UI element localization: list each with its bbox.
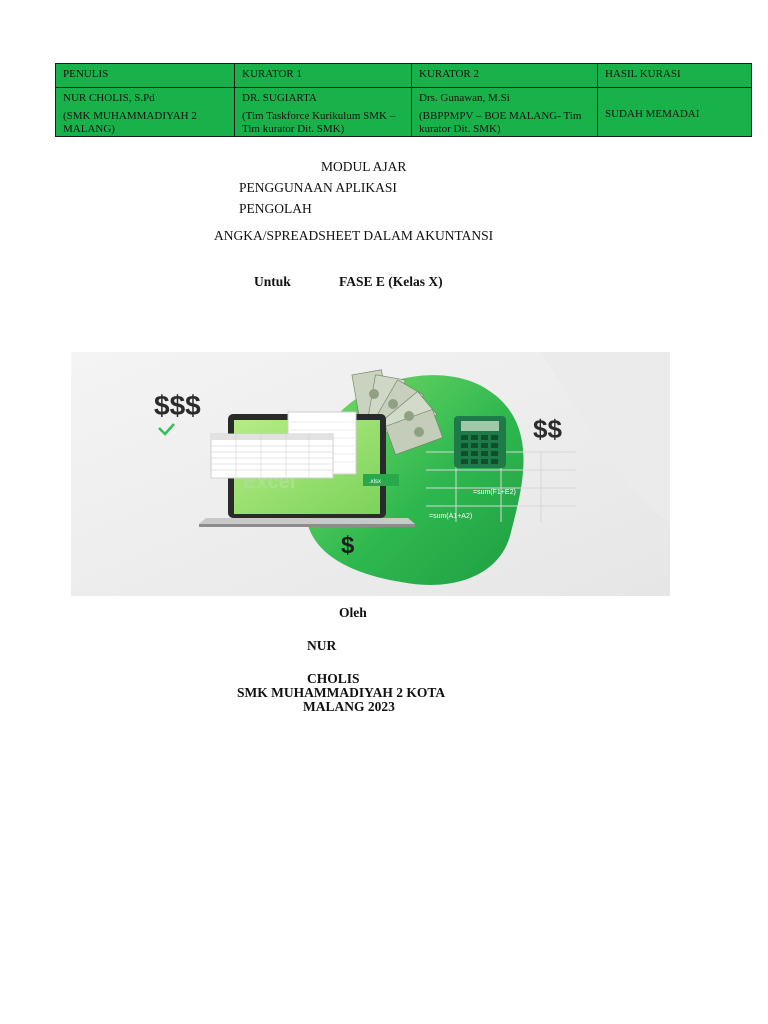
cell-kurator-2: Drs. Gunawan, M.Si (BBPPMPV – BOE MALANG… bbox=[411, 87, 598, 137]
spreadsheet-sheet-front bbox=[210, 433, 334, 479]
dollar-signs-left: $$$ bbox=[154, 390, 201, 421]
kurator-2-affiliation: (BBPPMPV – BOE MALANG- Tim kurator Dit. … bbox=[419, 110, 582, 135]
kurator-1-name: DR. SUGIARTA bbox=[242, 92, 317, 104]
penulis-name: NUR CHOLIS, S.Pd bbox=[63, 92, 155, 104]
curation-table-header-row: PENULIS KURATOR 1 KURATOR 2 HASIL KURASI bbox=[55, 63, 752, 88]
formula-label-2: =sum(A1+A2) bbox=[429, 513, 472, 520]
fase-value: FASE E (Kelas X) bbox=[339, 274, 443, 289]
kurator-1-affiliation: (Tim Taskforce Kurikulum SMK – Tim kurat… bbox=[242, 110, 396, 135]
header-hasil-kurasi: HASIL KURASI bbox=[597, 63, 752, 88]
kurator-2-name: Drs. Gunawan, M.Si bbox=[419, 92, 510, 104]
check-icon bbox=[158, 423, 175, 436]
fase-label: Untuk bbox=[254, 274, 291, 289]
title-line-2: PENGGUNAAN APLIKASI bbox=[239, 180, 397, 195]
header-kurator-2: KURATOR 2 bbox=[411, 63, 598, 88]
header-kurator-1: KURATOR 1 bbox=[234, 63, 412, 88]
calculator-icon bbox=[454, 416, 506, 468]
title-line-4: ANGKA/SPREADSHEET DALAM AKUNTANSI bbox=[214, 228, 494, 243]
dollar-signs-right: $$ bbox=[533, 414, 562, 444]
dollar-sign-bottom: $ bbox=[341, 532, 355, 559]
title-line-3: PENGOLAH bbox=[239, 201, 312, 216]
author-name-line-2: CHOLIS bbox=[307, 671, 360, 686]
cell-hasil-kurasi: SUDAH MEMADAI bbox=[597, 87, 752, 137]
title-line-1: MODUL AJAR bbox=[321, 159, 407, 174]
header-penulis: PENULIS bbox=[55, 63, 235, 88]
cover-illustration: Excel .xlsx $$$ bbox=[71, 352, 670, 596]
penulis-affiliation: (SMK MUHAMMADIYAH 2 MALANG) bbox=[63, 110, 197, 135]
file-extension-label: .xlsx bbox=[369, 479, 381, 485]
curation-table: PENULIS KURATOR 1 KURATOR 2 HASIL KURASI… bbox=[55, 63, 752, 137]
school-name: SMK MUHAMMADIYAH 2 KOTA bbox=[237, 685, 446, 700]
author-name-line-1: NUR bbox=[307, 638, 337, 653]
curation-table-row: NUR CHOLIS, S.Pd (SMK MUHAMMADIYAH 2 MAL… bbox=[55, 87, 752, 137]
formula-label-1: =sum(F1+E2) bbox=[473, 489, 516, 496]
cell-penulis: NUR CHOLIS, S.Pd (SMK MUHAMMADIYAH 2 MAL… bbox=[55, 87, 235, 137]
oleh-label: Oleh bbox=[339, 605, 367, 620]
money-bills bbox=[351, 369, 444, 456]
cell-kurator-1: DR. SUGIARTA (Tim Taskforce Kurikulum SM… bbox=[234, 87, 412, 137]
city-year: MALANG 2023 bbox=[303, 699, 395, 714]
